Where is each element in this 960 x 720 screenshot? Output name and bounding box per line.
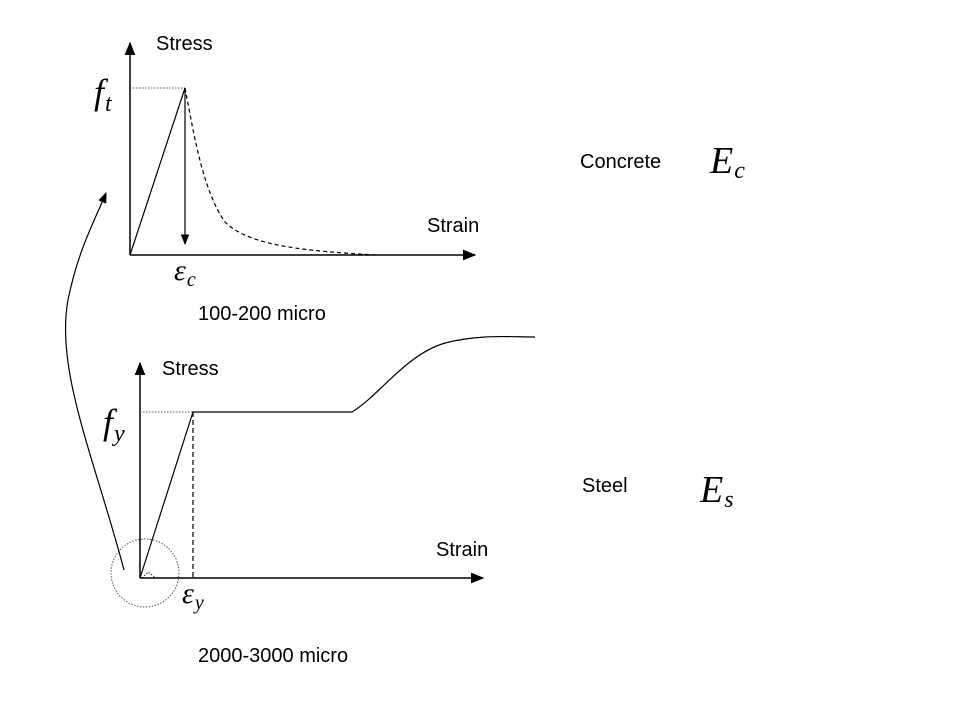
steel-strain-range: 2000-3000 micro [198,645,348,667]
concrete-y-axis-label: Stress [156,33,213,55]
steel-modulus-symbol: Es [699,469,734,513]
concrete-strain-range: 100-200 micro [198,303,326,325]
concrete-material-label: Concrete [580,151,661,173]
concrete-softening-curve [184,87,376,256]
concrete-x-axis-label: Strain [427,215,479,237]
concrete-chart: Stress Strain ft εc 100-200 micro Concre… [94,33,745,325]
concrete-ft-symbol: ft [94,72,113,117]
steel-fy-symbol: fy [103,402,125,447]
zoom-connector [64,191,180,608]
steel-y-axis-label: Stress [162,358,219,380]
steel-chart: Stress Strain fy εy 2000-3000 micro Stee… [103,335,734,667]
steel-material-label: Steel [582,475,628,497]
steel-stress-strain-curve [139,335,536,579]
zoom-arrow [64,191,125,571]
zoom-circle [110,538,180,608]
steel-origin-detail [141,571,157,579]
steel-x-axis-label: Strain [436,539,488,561]
steel-strain-symbol: εy [182,577,204,614]
concrete-elastic-line [129,87,186,256]
concrete-strain-symbol: εc [174,254,196,291]
concrete-modulus-symbol: Ec [709,140,745,184]
